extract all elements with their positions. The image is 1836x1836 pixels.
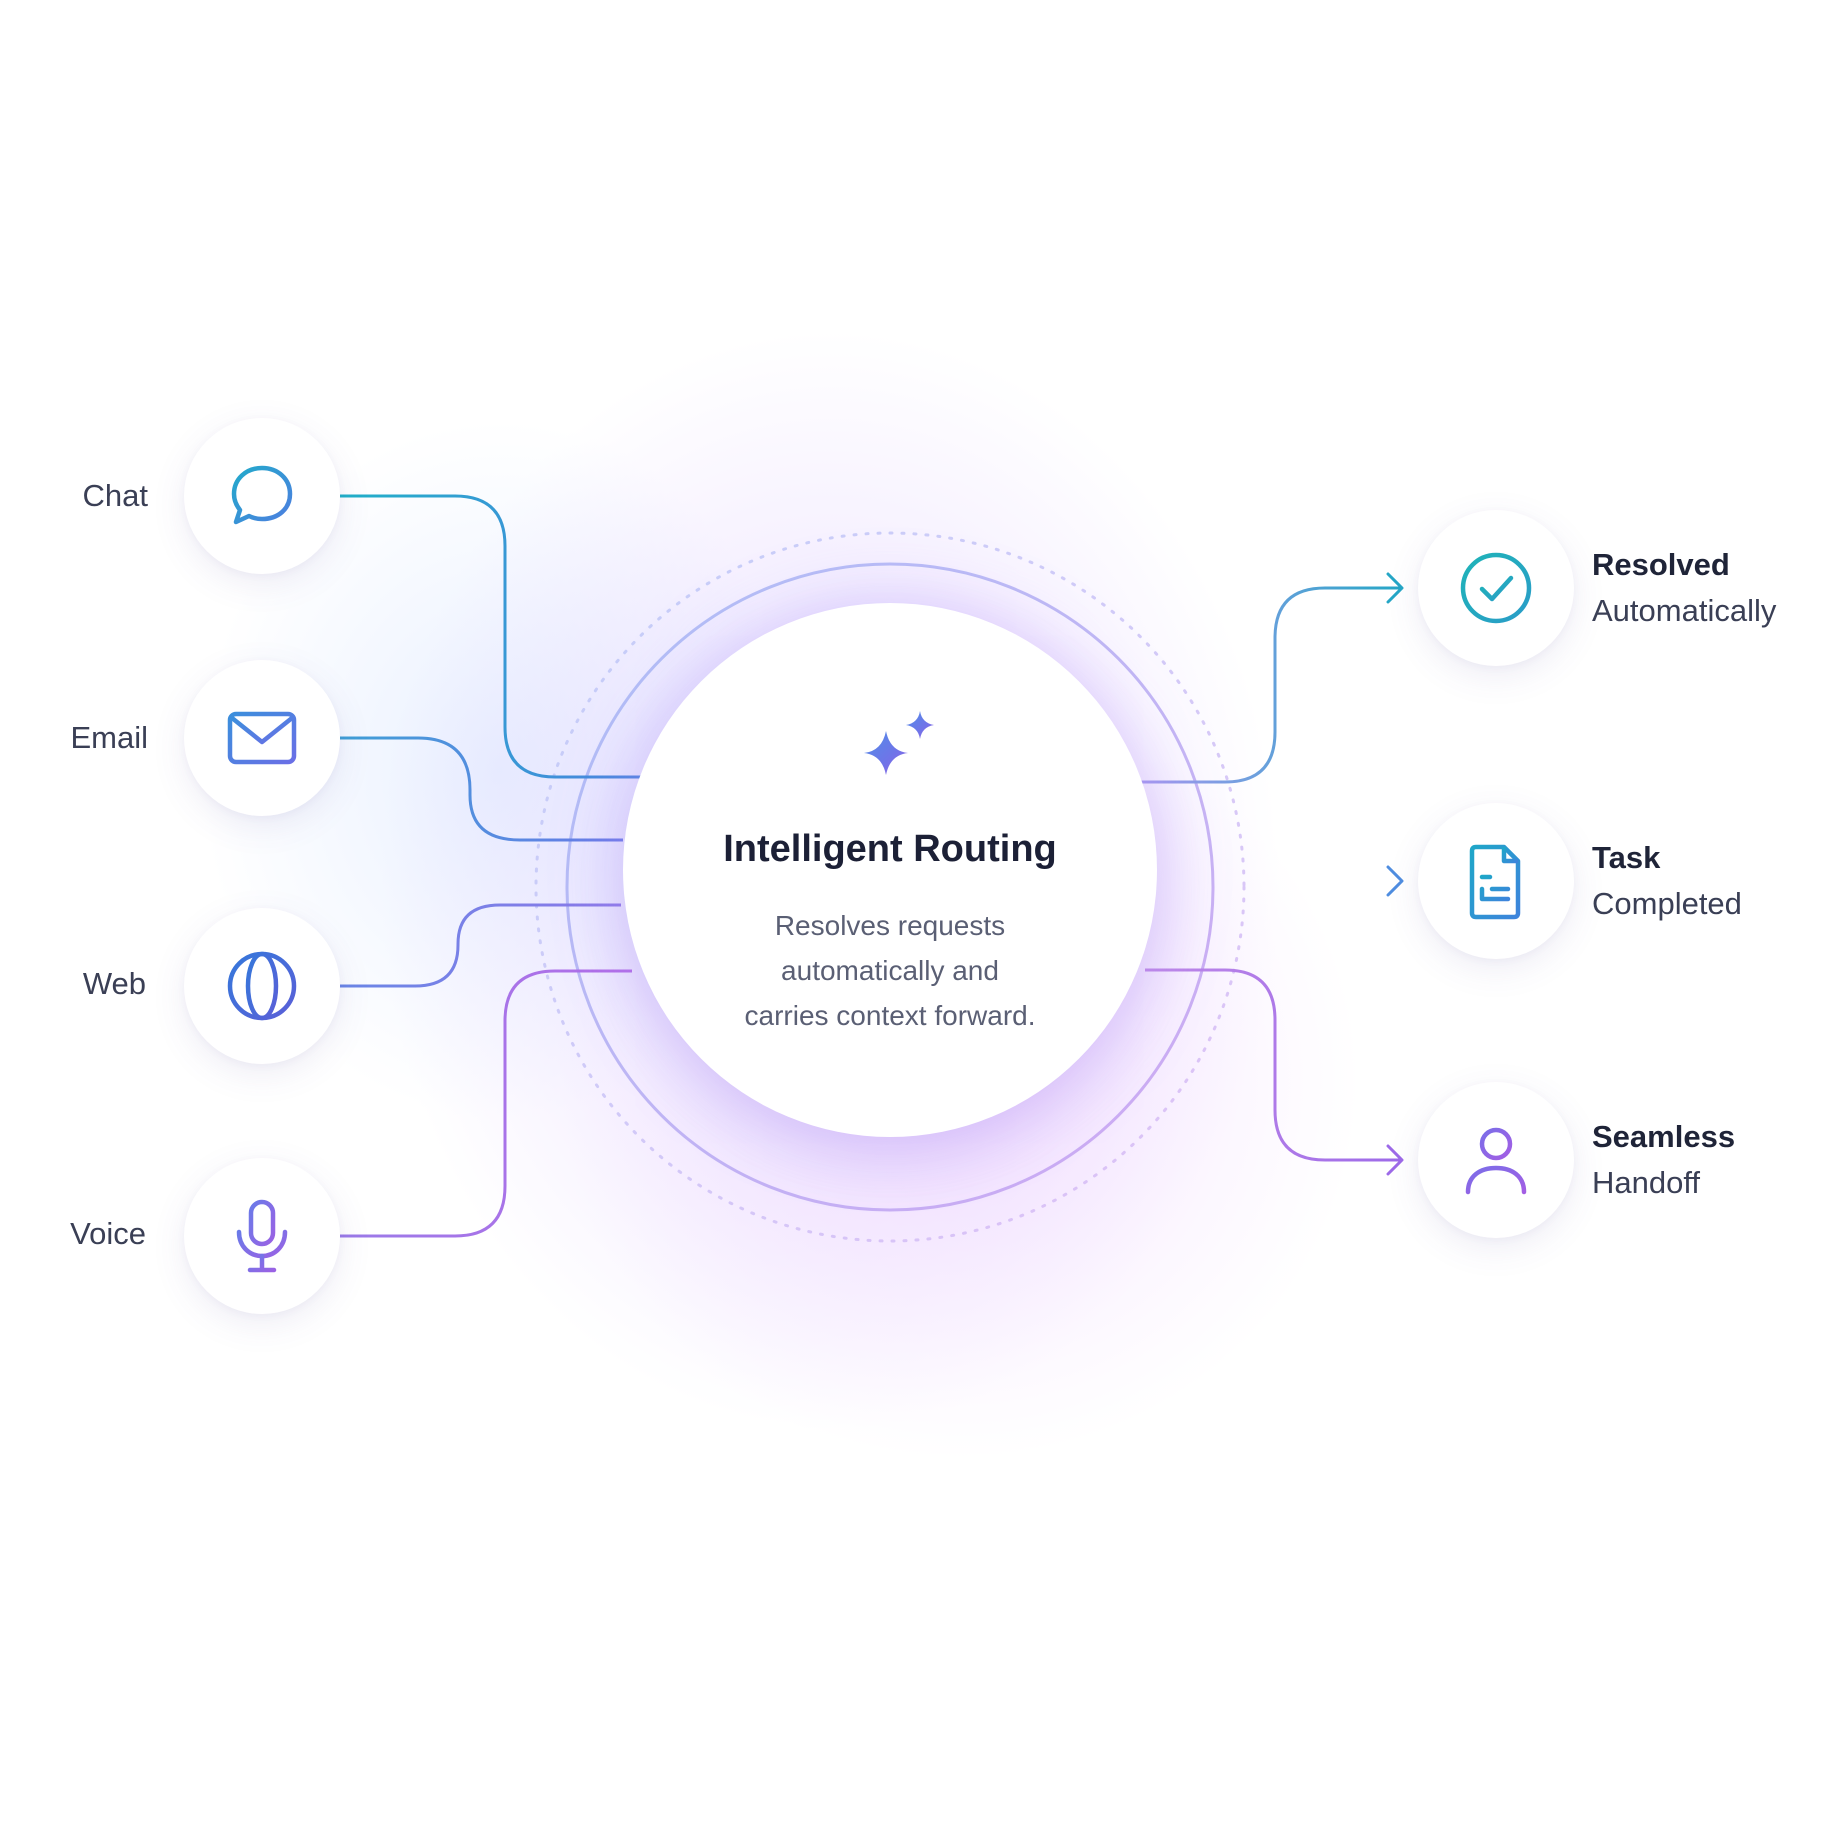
- outer-ring: [565, 562, 1215, 1212]
- user-icon: [1465, 1127, 1527, 1195]
- input-node-chat[interactable]: [184, 418, 340, 574]
- web-connector: [340, 903, 621, 988]
- output-label-line2: Automatically: [1592, 593, 1777, 628]
- globe-icon: [227, 951, 297, 1021]
- input-node-email[interactable]: [184, 660, 340, 816]
- input-label-voice: Voice: [70, 1216, 146, 1251]
- center-subtitle-line: Resolves requests: [774, 910, 1006, 941]
- handoff-arrowhead: [1386, 1144, 1404, 1176]
- center-subtitle-line: carries context forward.: [744, 1000, 1036, 1031]
- email-connector: [340, 736, 623, 842]
- output-label-resolved: Resolved Automatically: [1592, 542, 1776, 634]
- chat-connector: [340, 494, 642, 779]
- intelligent-routing-hub: Intelligent Routing Resolves requests au…: [623, 603, 1157, 1137]
- input-node-web[interactable]: [184, 908, 340, 1064]
- center-title: Intelligent Routing: [723, 828, 1057, 870]
- output-label-line2: Handoff: [1592, 1165, 1701, 1200]
- output-label-line1: Seamless: [1592, 1119, 1736, 1154]
- output-label-handoff: Seamless Handoff: [1592, 1114, 1735, 1206]
- input-node-voice[interactable]: [184, 1158, 340, 1314]
- output-node-handoff[interactable]: [1418, 1082, 1574, 1238]
- output-node-resolved[interactable]: [1418, 510, 1574, 666]
- dotted-orbit-ring: [534, 531, 1246, 1243]
- output-label-task: Task Completed: [1592, 835, 1742, 927]
- envelope-icon: [227, 711, 297, 765]
- resolved-connector: [1138, 586, 1400, 784]
- output-label-line1: Task: [1592, 840, 1661, 875]
- chat-bubble-icon: [231, 465, 293, 525]
- center-subtitle: Resolves requests automatically and carr…: [703, 903, 1077, 1038]
- output-label-line2: Completed: [1592, 886, 1742, 921]
- output-node-task[interactable]: [1418, 803, 1574, 959]
- voice-connector: [340, 969, 632, 1238]
- sparkle-icon: [864, 711, 934, 775]
- center-subtitle-line: automatically and: [781, 955, 999, 986]
- resolved-arrowhead: [1386, 572, 1404, 604]
- input-label-chat: Chat: [82, 478, 148, 513]
- task-arrowhead: [1386, 865, 1404, 897]
- input-label-email: Email: [70, 720, 148, 755]
- input-label-web: Web: [82, 966, 146, 1001]
- document-icon: [1469, 844, 1521, 920]
- check-circle-icon: [1460, 552, 1532, 624]
- microphone-icon: [236, 1199, 288, 1273]
- output-label-line1: Resolved: [1592, 547, 1730, 582]
- handoff-connector: [1145, 968, 1400, 1162]
